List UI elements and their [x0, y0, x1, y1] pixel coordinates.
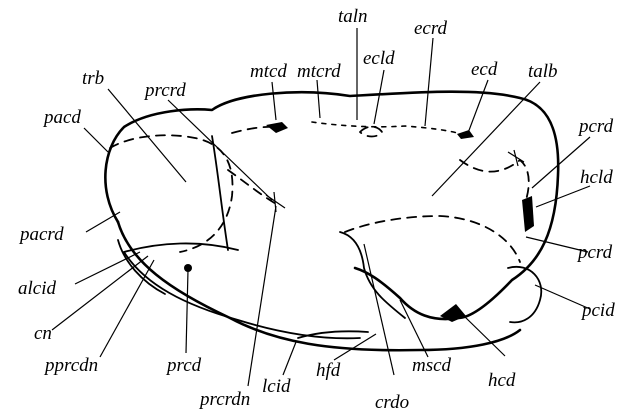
label-pacrd: pacrd: [18, 224, 64, 245]
label-alcid: alcid: [18, 278, 56, 299]
talonid-notch: [508, 150, 524, 166]
tooth-outline: [105, 92, 558, 319]
inner-base-contour: [124, 252, 360, 338]
hypoflexid: [298, 331, 368, 338]
label-pcrd-bottom: pcrd: [576, 242, 613, 263]
talonid-basin: [345, 216, 520, 262]
label-hcd: hcd: [488, 370, 516, 391]
label-ecd: ecd: [471, 59, 498, 80]
label-pprcdn: pprcdn: [43, 355, 98, 376]
protocristid: [228, 170, 278, 205]
base-contour: [118, 222, 520, 350]
label-prcd: prcd: [165, 355, 202, 376]
trigonid-wall: [212, 136, 228, 250]
label-trb: trb: [82, 68, 104, 89]
metaconid-mark: [266, 122, 288, 133]
ectocristid: [312, 122, 468, 136]
label-lcid: lcid: [262, 376, 291, 397]
label-hcld: hcld: [580, 167, 613, 188]
label-ecld: ecld: [363, 48, 395, 69]
label-crdo: crdo: [375, 392, 409, 413]
label-mtcd: mtcd: [250, 61, 287, 82]
ecto-loop: [360, 127, 382, 137]
label-prcrd-top: prcrd: [143, 80, 186, 101]
label-talb: talb: [528, 61, 558, 82]
label-ecrd: ecrd: [414, 18, 448, 39]
label-cn: cn: [34, 323, 52, 344]
posterior-cingulid: [508, 267, 541, 323]
entocristid: [460, 160, 529, 206]
paracristid: [124, 243, 238, 252]
label-mtcrd: mtcrd: [297, 61, 341, 82]
hypoconulid-mark: [522, 196, 534, 232]
label-pacd: pacd: [42, 107, 81, 128]
label-hfd: hfd: [316, 360, 341, 381]
label-prcrdn: prcrdn: [198, 389, 250, 410]
label-taln: taln: [338, 6, 368, 27]
label-pcrd-top: pcrd: [577, 116, 614, 137]
label-mscd: mscd: [412, 355, 452, 376]
entoconid-mark: [457, 130, 474, 139]
label-pcid: pcid: [580, 300, 615, 321]
